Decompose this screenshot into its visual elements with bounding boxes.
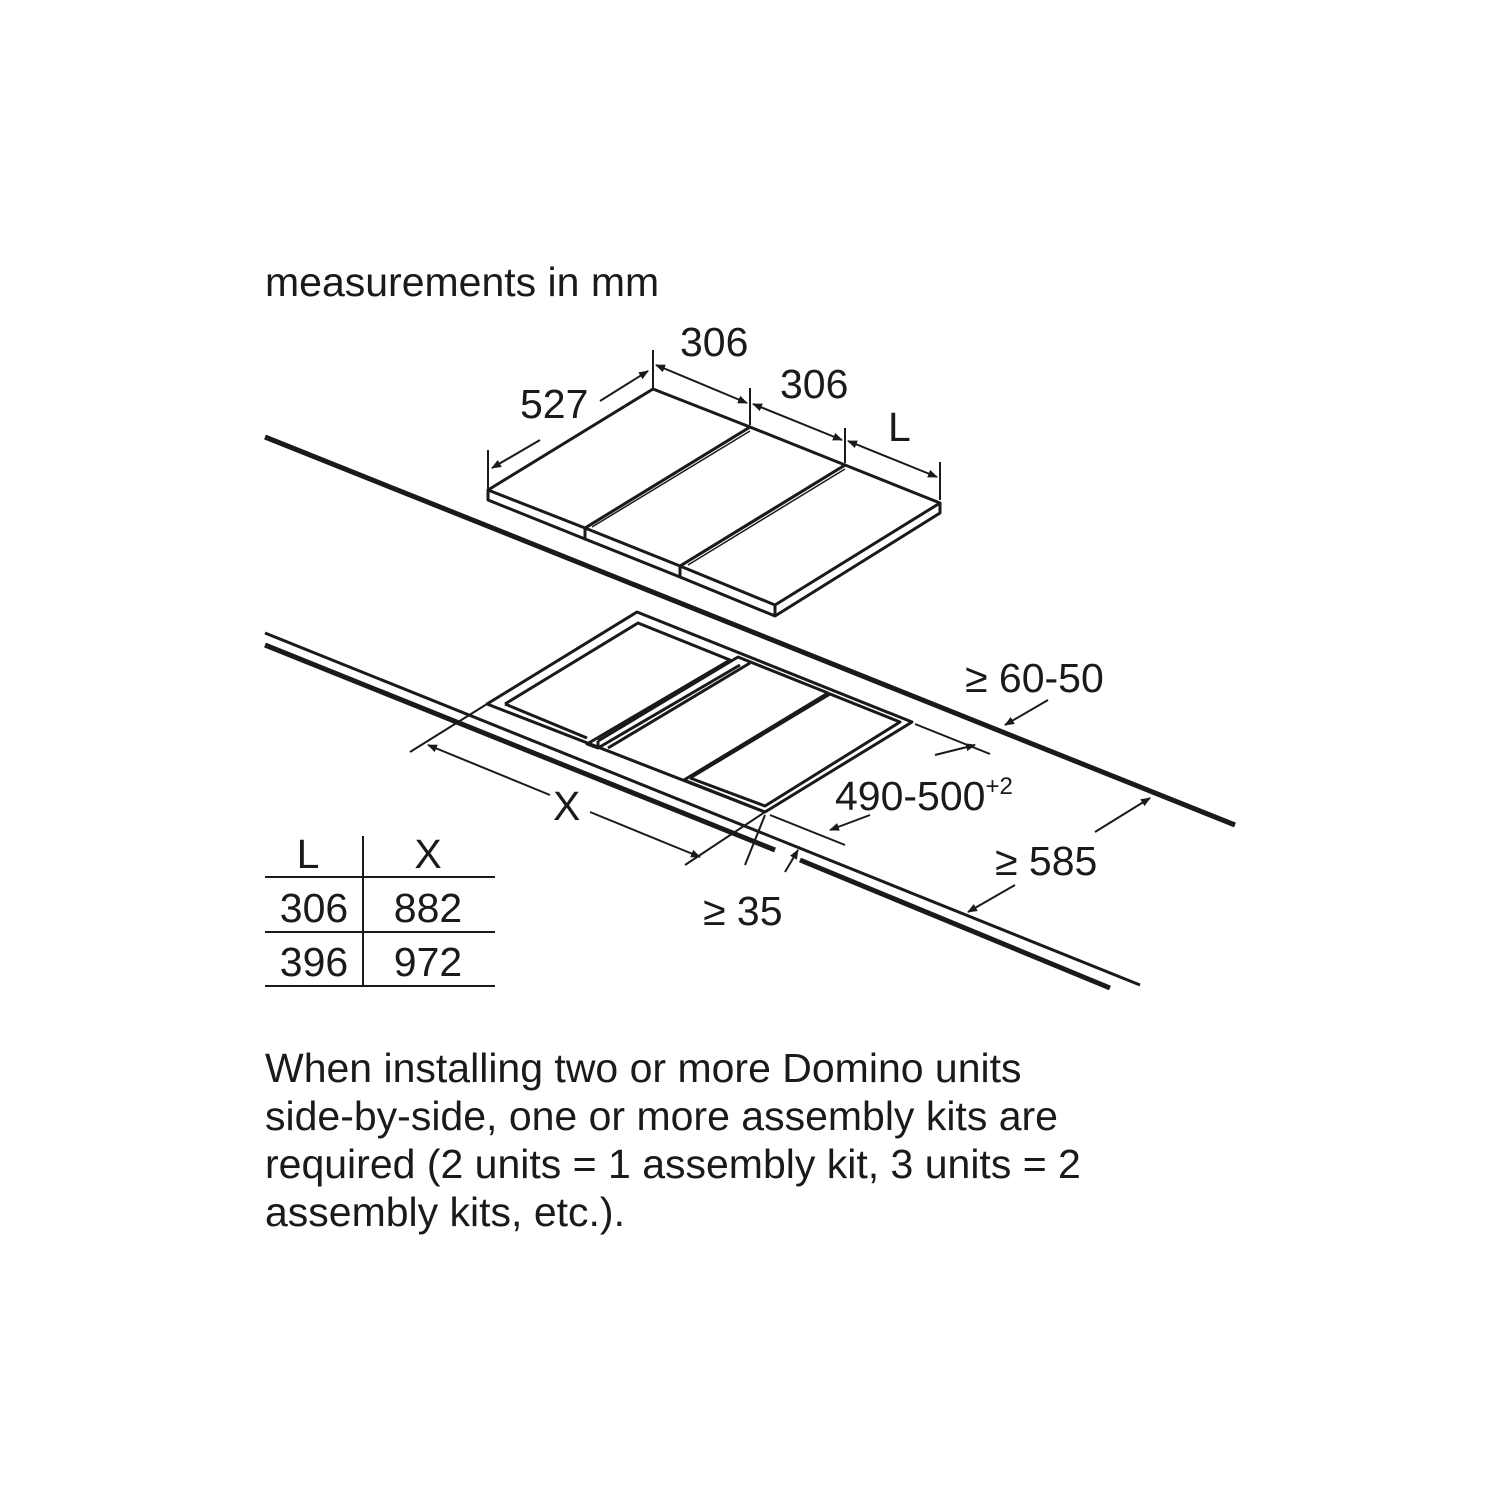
dim-width-1-label: 306 bbox=[680, 319, 748, 365]
worktop-back-edge bbox=[264, 434, 1236, 828]
units-caption: measurements in mm bbox=[265, 259, 660, 305]
worktop-front-edge-lower bbox=[264, 642, 776, 853]
table-cell: 306 bbox=[280, 885, 348, 931]
dim-cutout-width bbox=[409, 703, 766, 866]
note-line: required (2 units = 1 assembly kit, 3 un… bbox=[265, 1141, 1081, 1187]
dim-front-clearance-arrow bbox=[744, 814, 766, 866]
dim-widths bbox=[655, 364, 941, 500]
worktop-cutout bbox=[485, 610, 914, 814]
dim-depth-label: 527 bbox=[520, 381, 588, 427]
note-line: side-by-side, one or more assembly kits … bbox=[265, 1093, 1058, 1139]
dimension-table: L X 306 882 396 972 bbox=[265, 831, 495, 987]
dim-worktop-depth-label: ≥ 585 bbox=[995, 838, 1097, 884]
dim-width-3-label: L bbox=[888, 404, 911, 450]
dim-front-clearance-label: ≥ 35 bbox=[703, 888, 783, 934]
dim-width-2-label: 306 bbox=[780, 361, 848, 407]
dim-depth bbox=[487, 350, 654, 490]
table-cell: 972 bbox=[394, 939, 462, 985]
dim-cutout-depth-label: 490-500+2 bbox=[835, 773, 1013, 819]
dim-front-clearance-marker bbox=[784, 849, 799, 873]
note-line: When installing two or more Domino units bbox=[265, 1045, 1022, 1091]
table-cell: 882 bbox=[394, 885, 462, 931]
worktop-front-edge-lower-2 bbox=[799, 857, 1111, 991]
dim-worktop-depth-arrow bbox=[1094, 797, 1151, 833]
dim-rear-clearance-arrow bbox=[1004, 699, 1049, 726]
table-header-l: L bbox=[297, 831, 320, 877]
dim-cutout-depth bbox=[769, 723, 991, 846]
dim-cutout-width-label: X bbox=[553, 783, 580, 829]
assembly-kit-note: When installing two or more Domino units… bbox=[265, 1044, 1265, 1236]
worktop-front-edge-upper bbox=[264, 631, 1141, 987]
table-cell: 396 bbox=[280, 939, 348, 985]
note-line: assembly kits, etc.). bbox=[265, 1189, 625, 1235]
hob-units bbox=[486, 387, 942, 618]
dim-rear-clearance-label: ≥ 60-50 bbox=[965, 655, 1104, 701]
table-header-x: X bbox=[414, 831, 441, 877]
dim-worktop-depth-arrow-2 bbox=[967, 884, 1016, 913]
